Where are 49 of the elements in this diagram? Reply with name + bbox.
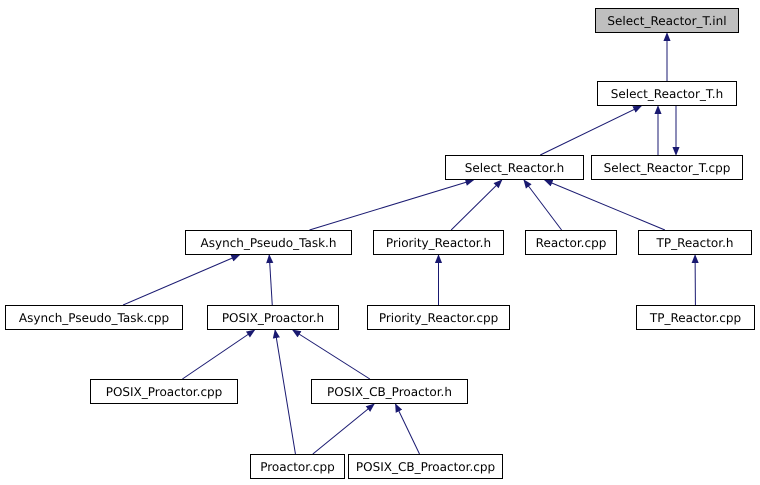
file-name: Asynch_Pseudo_Task.h [200, 236, 336, 250]
file-box [597, 81, 737, 106]
arrow [292, 330, 370, 380]
arrow [434, 254, 442, 306]
arrow [272, 329, 296, 454]
file-box [207, 305, 339, 330]
file-box [250, 454, 345, 479]
file-box [367, 305, 510, 330]
arrow [672, 106, 680, 156]
file-name: Proactor.cpp [260, 460, 335, 474]
arrow [122, 254, 240, 306]
arrow [309, 178, 474, 230]
arrow [523, 179, 562, 230]
file-name: TP_Reactor.h [656, 236, 734, 250]
arrow [663, 32, 671, 82]
arrow [395, 403, 420, 454]
file-box [348, 454, 503, 479]
file-name: Asynch_Pseudo_Task.cpp [18, 310, 170, 324]
file-box [638, 230, 752, 255]
file-name: POSIX_CB_Proactor.h [327, 384, 452, 398]
file-box [90, 379, 238, 404]
file-name: POSIX_Proactor.h [222, 310, 324, 324]
file-name: Reactor.cpp [536, 236, 606, 250]
file-name: Select_Reactor_T.cpp [604, 160, 730, 174]
arrow [654, 105, 662, 156]
file-box [185, 230, 352, 255]
file-box [591, 155, 743, 180]
arrow [450, 179, 502, 230]
file-name: Select_Reactor_T.h [610, 86, 724, 100]
file-box [445, 155, 584, 180]
file-name: POSIX_Proactor.cpp [106, 384, 222, 398]
arrow [182, 330, 256, 380]
file-box [525, 230, 617, 255]
file-name: Priority_Reactor.cpp [378, 310, 498, 324]
arrow [692, 254, 699, 306]
file-name: Priority_Reactor.h [386, 236, 492, 250]
arrow [540, 106, 642, 156]
file-box [636, 305, 755, 330]
file-name: Select_Reactor.h [464, 160, 564, 174]
file-box [311, 379, 468, 404]
arrow [544, 180, 666, 230]
file-box [5, 305, 183, 330]
file-name: POSIX_CB_Proactor.cpp [356, 460, 496, 474]
file-name: TP_Reactor.cpp [650, 310, 742, 324]
file-name: Select_Reactor_T.inl [607, 14, 727, 28]
arrow [312, 403, 375, 454]
arrow [266, 254, 274, 306]
file-box [595, 8, 739, 33]
file-box [373, 230, 504, 255]
